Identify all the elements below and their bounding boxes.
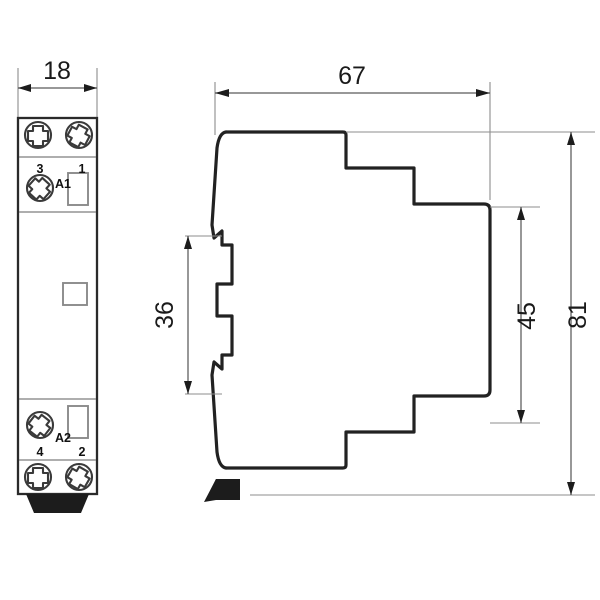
din-clip-foot-taper [204, 479, 216, 502]
indicator-window-top [67, 172, 89, 206]
side-view: 67 36 45 [151, 62, 595, 502]
terminal-label-2: 2 [79, 445, 86, 459]
front-mounting-foot [26, 494, 89, 513]
front-view: 18 [16, 57, 99, 513]
screw-upper-mid [25, 173, 55, 203]
terminal-label-1: 1 [79, 162, 86, 176]
side-profile-right-steps [224, 130, 492, 470]
screw-top-right [64, 120, 94, 150]
terminal-label-4: 4 [37, 445, 44, 459]
dimension-label-depth: 67 [338, 62, 366, 90]
body-height-arrow-top [517, 207, 525, 220]
front-width-arrow-left [18, 84, 31, 92]
screw-lower-mid [25, 410, 55, 440]
rail-height-arrow-top [184, 236, 192, 249]
side-profile-left-contour [210, 130, 234, 470]
terminal-label-a1: A1 [55, 177, 71, 191]
terminal-label-3: 3 [37, 162, 44, 176]
dimension-label-body-height: 45 [513, 302, 541, 330]
screw-bottom-right [64, 462, 94, 492]
terminal-label-a2: A2 [55, 431, 71, 445]
depth-arrow-left [215, 89, 229, 97]
total-height-arrow-bottom [567, 482, 575, 495]
total-height-arrow-top [567, 132, 575, 145]
screw-top-left [23, 120, 53, 150]
depth-arrow-right [476, 89, 490, 97]
dimension-label-total-height: 81 [564, 301, 592, 329]
indicator-window-bottom [67, 405, 89, 439]
dimension-label-width: 18 [43, 57, 71, 85]
indicator-window-middle [62, 282, 88, 306]
screw-bottom-left [23, 462, 53, 492]
rail-height-arrow-bottom [184, 381, 192, 394]
dimension-label-rail-height: 36 [151, 301, 179, 329]
body-height-arrow-bottom [517, 410, 525, 423]
front-width-arrow-right [84, 84, 97, 92]
